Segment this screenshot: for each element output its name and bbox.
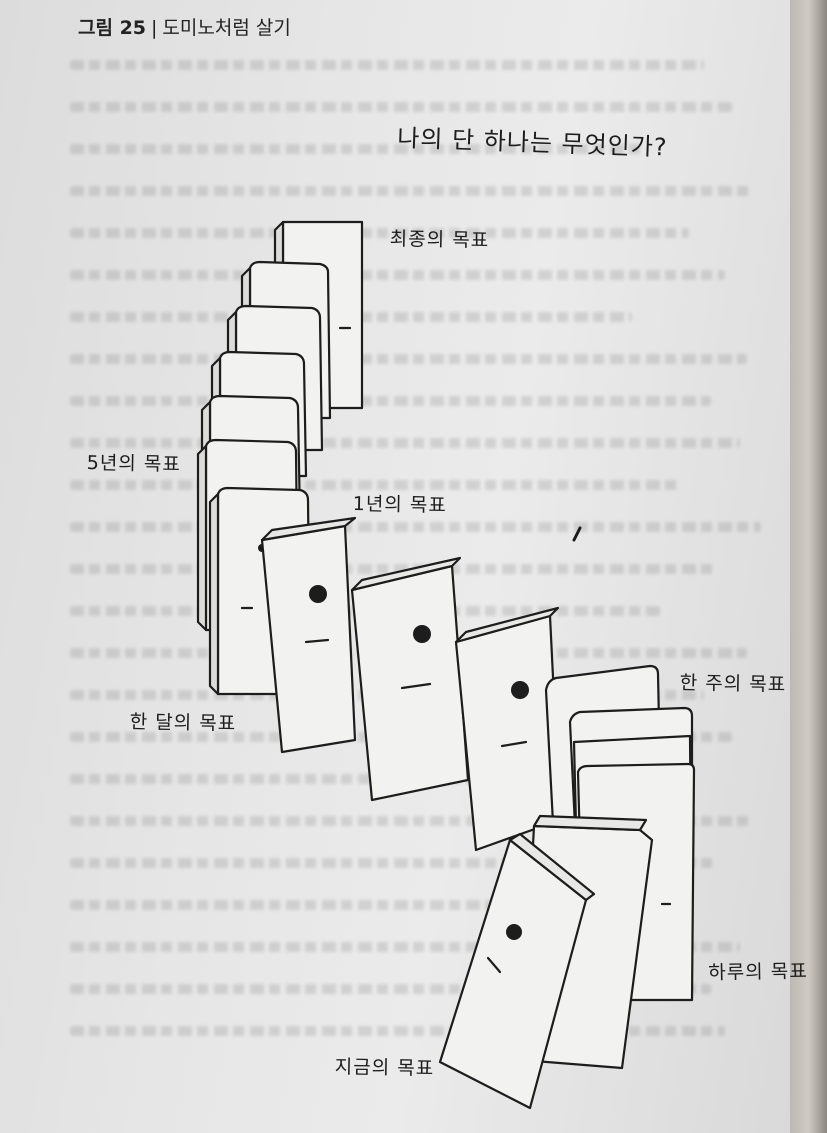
domino-one-year: [260, 516, 357, 754]
domino-week-a: [454, 606, 562, 852]
label-daily-goal: 하루의 목표: [708, 960, 808, 984]
figure-header: 그림 25|도미노처럼 살기: [78, 13, 291, 40]
domino-center: [350, 556, 470, 802]
figure-title: 도미노처럼 살기: [162, 17, 291, 39]
header-separator: |: [151, 17, 158, 39]
ink-mark: [572, 526, 582, 542]
label-one-month-goal: 한 달의 목표: [129, 710, 237, 735]
label-final-goal: 최종의 목표: [389, 227, 490, 252]
label-current-goal: 지금의 목표: [334, 1055, 435, 1080]
label-one-year-goal: 1년의 목표: [352, 492, 447, 517]
domino-now: [438, 832, 596, 1110]
figure-number: 그림 25: [78, 17, 147, 39]
label-one-week-goal: 한 주의 목표: [679, 671, 787, 696]
label-five-year-goal: 5년의 목표: [86, 451, 181, 476]
page-edge: [790, 0, 827, 1133]
